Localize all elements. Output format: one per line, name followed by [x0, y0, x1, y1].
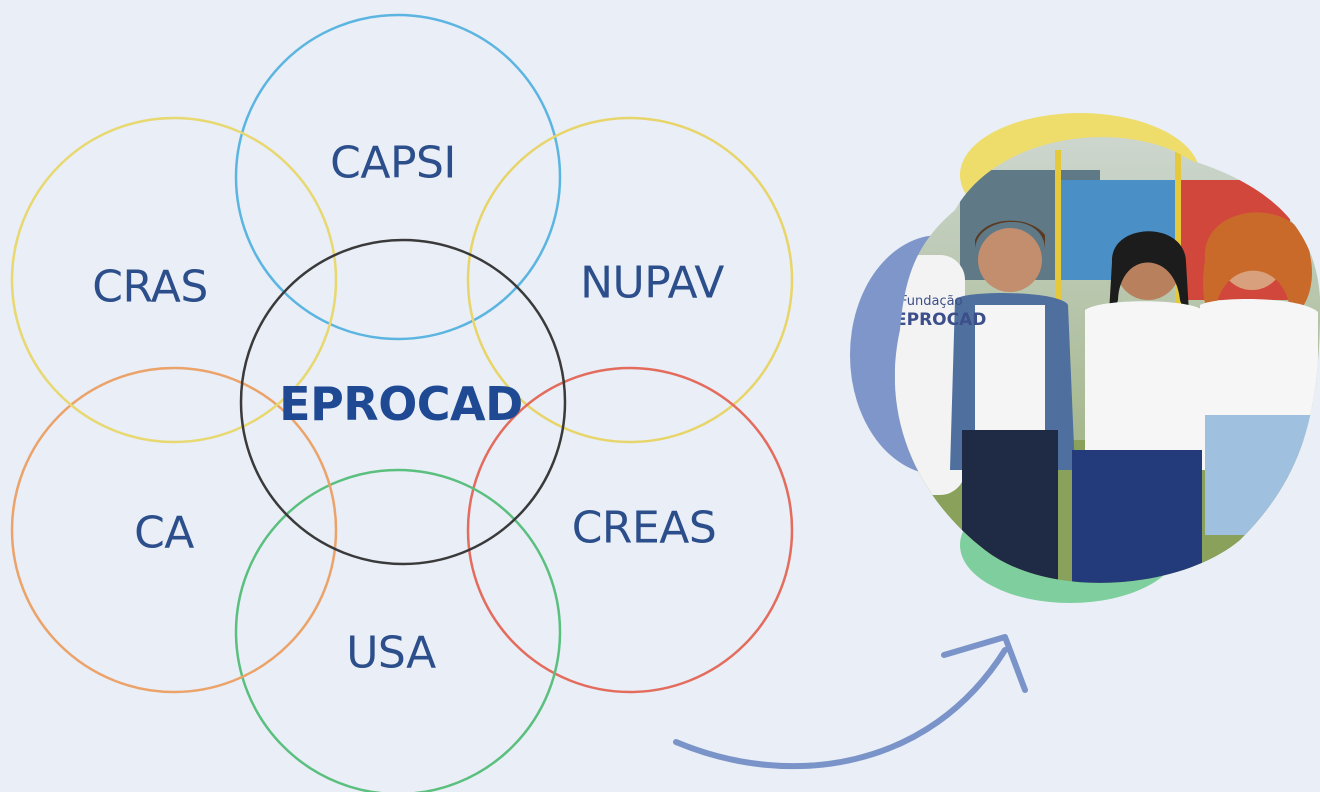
circle-usa: [234, 468, 562, 792]
circle-ca: [10, 366, 338, 694]
curved-arrow-icon: [673, 634, 1028, 770]
circle-capsi: [234, 13, 562, 341]
node-label-cras: CRAS: [92, 261, 208, 313]
circle-center: [239, 238, 567, 566]
shirt-text: Fundação: [900, 294, 963, 309]
people-photo-icon: Fundação EPROCAD: [894, 137, 1320, 583]
circle-nupav: [466, 116, 794, 444]
circle-creas: [466, 366, 794, 694]
node-label-creas: CREAS: [571, 502, 717, 554]
center-label-eprocad: EPROCAD: [279, 377, 523, 431]
photo-blob: Fundação EPROCAD: [850, 113, 1320, 603]
node-label-nupav: NUPAV: [580, 257, 724, 309]
node-label-usa: USA: [346, 627, 436, 679]
node-label-capsi: CAPSI: [330, 137, 456, 189]
node-label-ca: CA: [134, 507, 194, 559]
svg-text:EPROCAD: EPROCAD: [895, 310, 986, 330]
circle-cras: [10, 116, 338, 444]
